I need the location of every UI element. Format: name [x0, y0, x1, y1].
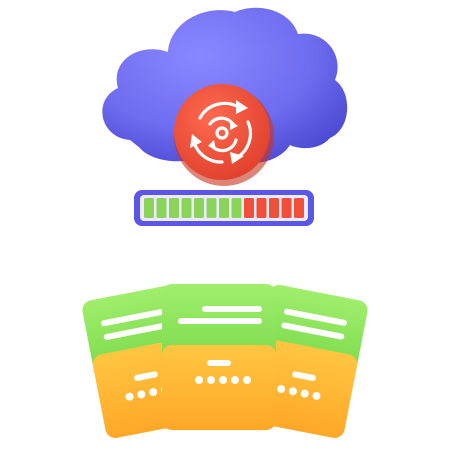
progress-segment-filled: [144, 198, 154, 218]
progress-segment-filled: [169, 198, 179, 218]
folder-center: [162, 284, 276, 430]
sync-arrow-heads: [190, 100, 248, 164]
progress-segment-filled: [219, 198, 229, 218]
progress-segment-filled: [181, 198, 192, 218]
sync-icon: [174, 84, 274, 186]
progress-segment-filled: [194, 198, 204, 218]
progress-segments: [144, 198, 304, 218]
progress-segment-empty: [294, 198, 304, 218]
document-folder-icon: [82, 284, 368, 438]
progress-segment-empty: [256, 198, 267, 218]
sync-badge: [174, 84, 270, 180]
progress-segment-empty: [269, 198, 279, 218]
progress-segment-empty: [281, 198, 292, 218]
progress-segment-filled: [206, 198, 217, 218]
progress-segment-filled: [156, 198, 167, 218]
progress-segment-filled: [231, 198, 242, 218]
progress-bar-icon: [134, 190, 314, 226]
progress-segment-empty: [244, 198, 254, 218]
